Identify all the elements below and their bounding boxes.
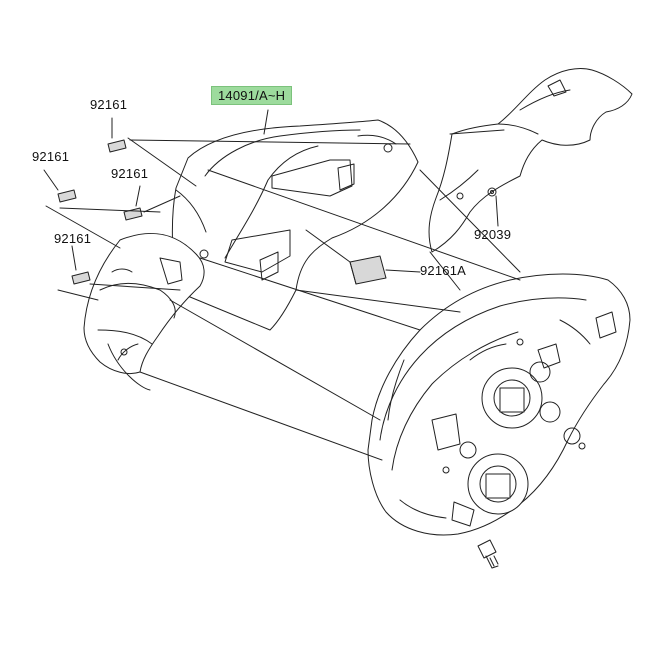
- part-label-grommet-large: 92161A: [420, 263, 467, 278]
- grommet-92161a-icon: [349, 255, 387, 285]
- part-label-grommet-3: 92161: [111, 166, 149, 181]
- bolt-icon: [477, 539, 499, 569]
- grommet-2-icon: [57, 189, 77, 203]
- headlight-assembly: [367, 273, 631, 536]
- part-label-screw: 92039: [474, 227, 512, 242]
- part-label-grommet-2: 92161: [32, 149, 70, 164]
- part-label-grommet-4: 92161: [54, 231, 92, 246]
- right-trim: [428, 67, 633, 253]
- grommet-1-icon: [107, 139, 127, 153]
- screw-92039-icon: [487, 187, 497, 197]
- part-label-grommet-1: 92161: [90, 97, 128, 112]
- upper-cowl: [171, 119, 419, 331]
- part-label-cowl: 14091/A~H: [211, 86, 293, 105]
- lower-cowl: [83, 232, 205, 391]
- grommet-3-icon: [123, 207, 143, 221]
- grommet-4-icon: [71, 271, 91, 285]
- leader-lines: [43, 109, 521, 461]
